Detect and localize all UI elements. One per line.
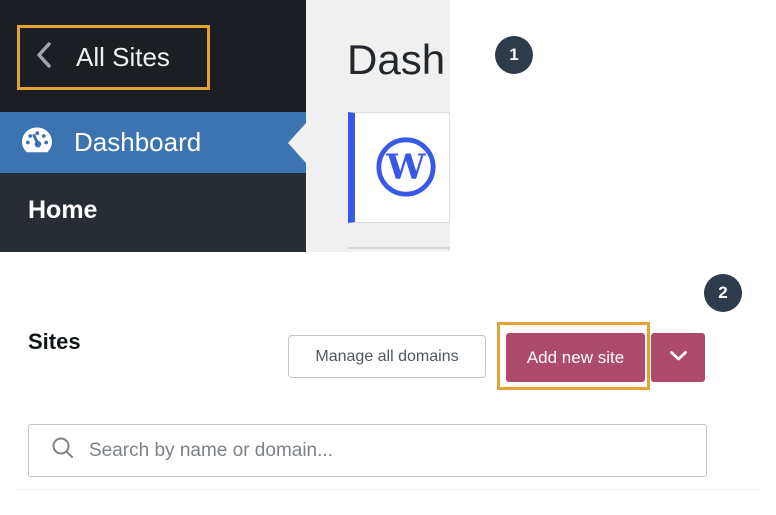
dashboard-page-title: Dash	[347, 36, 446, 83]
sites-page-title: Sites	[28, 329, 81, 354]
svg-text:W: W	[385, 147, 426, 188]
all-sites-back-link[interactable]: All Sites	[17, 25, 210, 90]
sidebar-item-dashboard[interactable]: Dashboard	[0, 112, 306, 173]
dashboard-gauge-icon	[21, 126, 53, 160]
step-badge-1: 1	[495, 36, 533, 74]
sidebar-item-home[interactable]: Home	[28, 196, 98, 224]
manage-all-domains-button[interactable]: Manage all domains	[288, 335, 486, 378]
admin-sidebar: All Sites Dashboard	[0, 0, 306, 252]
active-menu-arrow	[288, 122, 306, 163]
wp-admin-fragment: Dash W All Sites	[0, 0, 450, 252]
sites-search-field[interactable]	[28, 424, 707, 477]
step-badge-2: 2	[704, 274, 742, 312]
chevron-left-icon	[35, 41, 52, 74]
chevron-down-icon	[669, 350, 688, 365]
welcome-card: W	[348, 112, 450, 223]
all-sites-label: All Sites	[76, 42, 170, 72]
sidebar-top-section: All Sites	[0, 0, 306, 112]
next-card-top-edge	[348, 247, 450, 249]
search-input[interactable]	[89, 439, 706, 462]
search-icon	[50, 435, 76, 466]
dashboard-label: Dashboard	[74, 127, 202, 157]
fragment-bottom-edge	[15, 489, 760, 490]
add-new-site-button[interactable]: Add new site	[506, 333, 645, 382]
sidebar-submenu-section: Home	[0, 173, 306, 252]
wordpress-logo-icon: W	[374, 135, 438, 204]
add-new-site-dropdown-button[interactable]	[651, 333, 705, 382]
